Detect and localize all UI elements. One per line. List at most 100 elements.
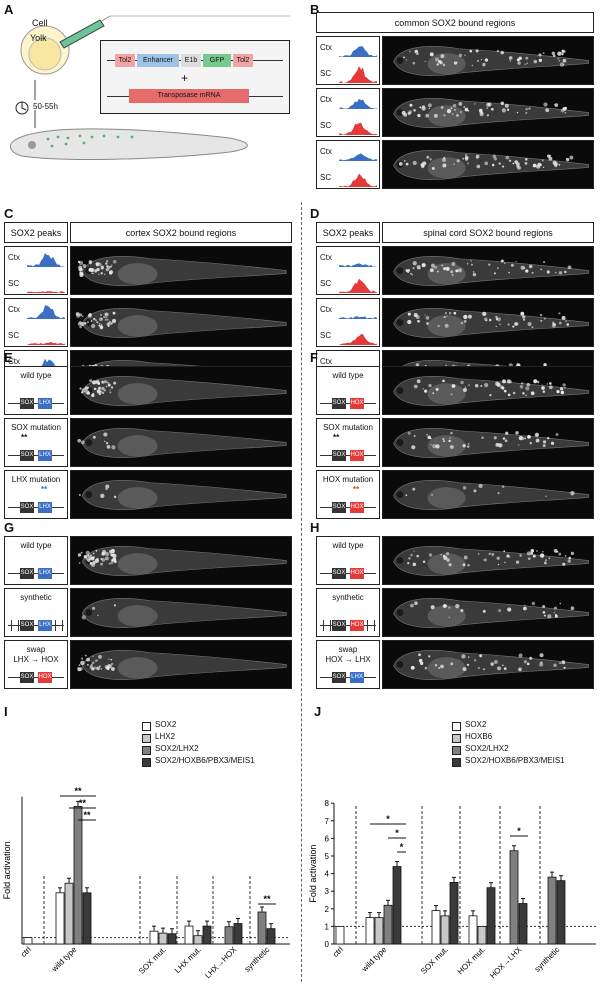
construct-label: synthetic — [20, 593, 52, 602]
sc-track-label: SC — [8, 331, 20, 340]
panel-label-c: C — [4, 206, 14, 221]
bar — [486, 887, 496, 945]
sox-site: SOX — [332, 450, 346, 461]
bar — [468, 915, 478, 945]
ctx-peak — [339, 46, 377, 57]
construct-box: Tol2 Enhancer E1b GFP Tol2 + Transposase… — [100, 40, 290, 114]
y-tick-label: 3 — [325, 887, 330, 896]
bar — [202, 925, 212, 945]
legend-j-swatch-3 — [452, 758, 461, 767]
sox-site: SOX — [332, 620, 346, 631]
bar — [149, 930, 159, 945]
tol2-left: Tol2 — [115, 54, 135, 67]
significance-stars: * — [386, 814, 390, 824]
embryo-image — [382, 470, 594, 519]
x-tick-label: SOX mut. — [137, 945, 168, 976]
embryo-image — [70, 246, 292, 295]
x-tick-label: HOX→LHX — [488, 945, 524, 981]
legend-i-label-1: LHX2 — [155, 732, 176, 741]
embryo-image — [70, 536, 292, 585]
embryo-image — [70, 470, 292, 519]
gfp-box: GFP — [203, 54, 231, 67]
panel-label-i: I — [4, 704, 8, 719]
y-axis-label: Fold activation — [2, 841, 12, 899]
bar — [167, 933, 177, 945]
construct-label: SOX mutation — [11, 423, 61, 432]
y-axis-label: Fold activation — [308, 845, 318, 903]
panel-d-title: spinal cord SOX2 bound regions — [382, 222, 594, 243]
significance-stars: ** — [74, 786, 82, 796]
hox-site: HOX — [350, 450, 364, 461]
y-tick-label: 2 — [325, 905, 330, 914]
legend-i-label-0: SOX2 — [155, 720, 177, 729]
bar — [233, 923, 243, 945]
sc-peak — [339, 334, 377, 345]
bar — [449, 881, 459, 945]
sc-peak — [339, 278, 377, 293]
sc-track-label: SC — [320, 173, 332, 182]
x-tick-label: synthetic — [533, 945, 562, 974]
y-tick-label: 4 — [325, 870, 330, 879]
embryo-image — [70, 366, 292, 415]
legend-j-swatch-2 — [452, 746, 461, 755]
sc-track-label: SC — [320, 69, 332, 78]
embryo-image — [70, 588, 292, 637]
lhx-site: LHX — [38, 568, 52, 579]
ctx-track-label: Ctx — [320, 305, 332, 314]
sc-peak — [27, 341, 65, 345]
embryo-image — [382, 366, 594, 415]
bar — [477, 925, 487, 945]
y-tick-label: 8 — [325, 799, 330, 808]
sox-site: SOX — [20, 502, 34, 513]
x-tick-label: ctrl — [331, 945, 345, 959]
bar — [257, 911, 267, 945]
panel-label-d: D — [310, 206, 320, 221]
legend-j-label-3: SOX2/HOXB6/PBX3/MEIS1 — [465, 756, 565, 765]
enhancer-box: Enhancer — [137, 54, 179, 67]
bar — [440, 915, 450, 945]
bar — [193, 935, 203, 945]
legend-i-swatch-1 — [142, 734, 151, 743]
bar — [266, 928, 276, 945]
swap-label: HOX → LHX — [325, 655, 371, 664]
lhx-site: LHX — [38, 398, 52, 409]
lhx-site: LHX — [38, 502, 52, 513]
panel-d-peaks-header: SOX2 peaks — [316, 222, 380, 243]
legend-i-swatch-2 — [142, 746, 151, 755]
transposase-box: Transposase mRNA — [129, 89, 249, 103]
tol2-right: Tol2 — [233, 54, 253, 67]
embryo-image — [382, 418, 594, 467]
significance-stars: * — [395, 828, 399, 838]
lhx-site: LHX — [38, 450, 52, 461]
embryo-image — [382, 640, 594, 689]
x-tick-label: wild type — [49, 945, 78, 974]
embryo-image — [382, 88, 594, 137]
sox-site: SOX — [332, 398, 346, 409]
legend-i-swatch-3 — [142, 758, 151, 767]
bar — [547, 876, 557, 945]
ctx-peak — [27, 253, 65, 267]
plus-sign: + — [181, 71, 189, 85]
legend-j-label-1: HOXB6 — [465, 732, 493, 741]
sox-site: SOX — [20, 398, 34, 409]
bar — [55, 892, 65, 945]
construct-label: wild type — [332, 541, 364, 550]
legend-i-label-2: SOX2/LHX2 — [155, 744, 199, 753]
significance-stars: ** — [263, 894, 271, 904]
ctx-track-label: Ctx — [320, 147, 332, 156]
x-tick-label: synthetic — [243, 945, 272, 974]
mutation-stars: ** — [333, 433, 340, 442]
significance-stars: ** — [83, 810, 91, 820]
embryo-image — [70, 298, 292, 347]
y-tick-label: 5 — [325, 852, 330, 861]
legend-i-label-3: SOX2/HOXB6/PBX3/MEIS1 — [155, 756, 255, 765]
ctx-track-label: Ctx — [8, 305, 20, 314]
bar — [23, 937, 33, 945]
